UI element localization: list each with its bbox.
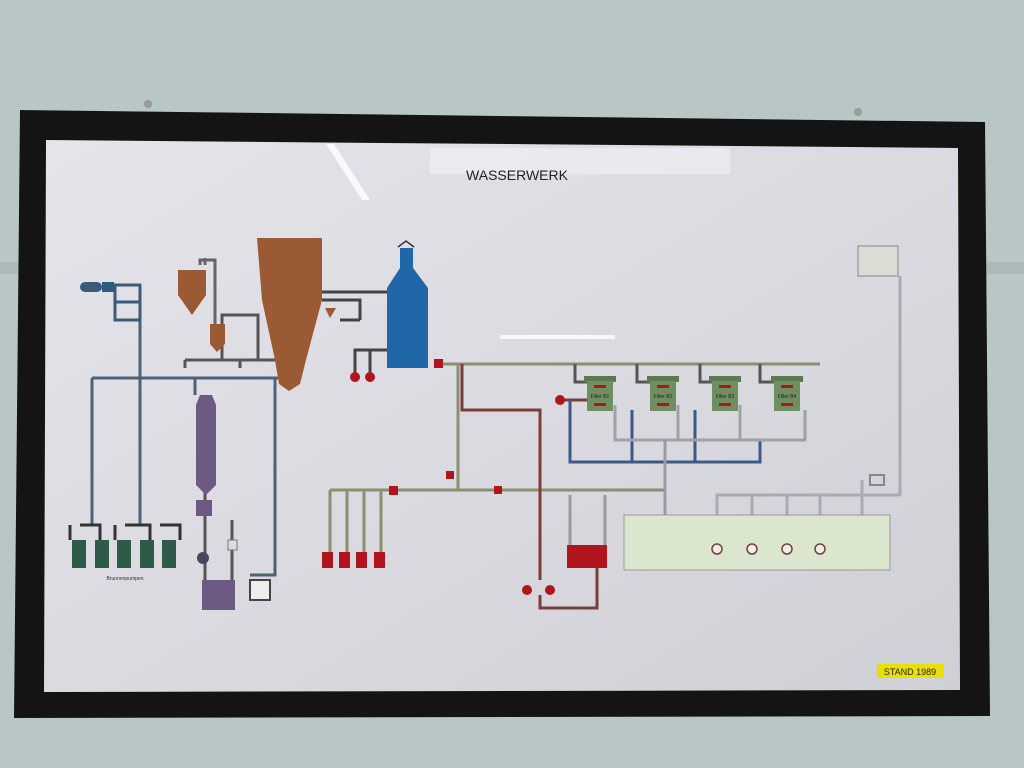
- water-tower-tank: [387, 248, 428, 368]
- meter: [227, 539, 238, 551]
- wall-screw: [144, 100, 152, 108]
- filter-b1: Filter B1: [584, 376, 616, 411]
- clean-water-basin: [623, 514, 891, 571]
- control-box: [857, 245, 899, 277]
- stand-badge: [877, 664, 944, 678]
- filter-group: Filter B1 Filter B2 Filter B3 Filter B4: [584, 376, 803, 411]
- valves: [322, 359, 607, 595]
- silo: [257, 238, 322, 391]
- filter-b4: Filter B4: [771, 376, 803, 411]
- well-pumps: [72, 540, 176, 568]
- dosing-unit: [196, 500, 212, 516]
- filter-b2: Filter B2: [647, 376, 679, 411]
- diagram-board: [44, 140, 960, 692]
- pump: [197, 552, 209, 564]
- vent-icon: [397, 240, 415, 248]
- wall-screw: [854, 108, 862, 116]
- hopper: [325, 308, 336, 318]
- blower: [80, 282, 102, 292]
- glass-reflection: [326, 144, 370, 200]
- svg-text:Filter B3: Filter B3: [716, 394, 735, 400]
- svg-text:Filter B4: Filter B4: [778, 394, 797, 400]
- board-title: WASSERWERK: [466, 167, 569, 183]
- svg-text:Filter B2: Filter B2: [654, 394, 673, 400]
- reaction-column: [196, 395, 216, 495]
- hopper: [178, 270, 206, 315]
- well-pumps-label: Brunnenpumpen: [107, 576, 144, 582]
- basin-pumps: [711, 543, 826, 555]
- glass-reflection: [500, 335, 615, 339]
- meter: [869, 474, 885, 486]
- hopper: [210, 324, 225, 352]
- svg-text:Filter B1: Filter B1: [591, 394, 610, 400]
- blower-motor: [102, 282, 114, 292]
- filter-b3: Filter B3: [709, 376, 741, 411]
- stand-label: STAND 1989: [884, 667, 936, 677]
- storage-tank: [202, 580, 235, 610]
- equipment-box: [249, 579, 271, 601]
- glass-reflection: [430, 148, 730, 174]
